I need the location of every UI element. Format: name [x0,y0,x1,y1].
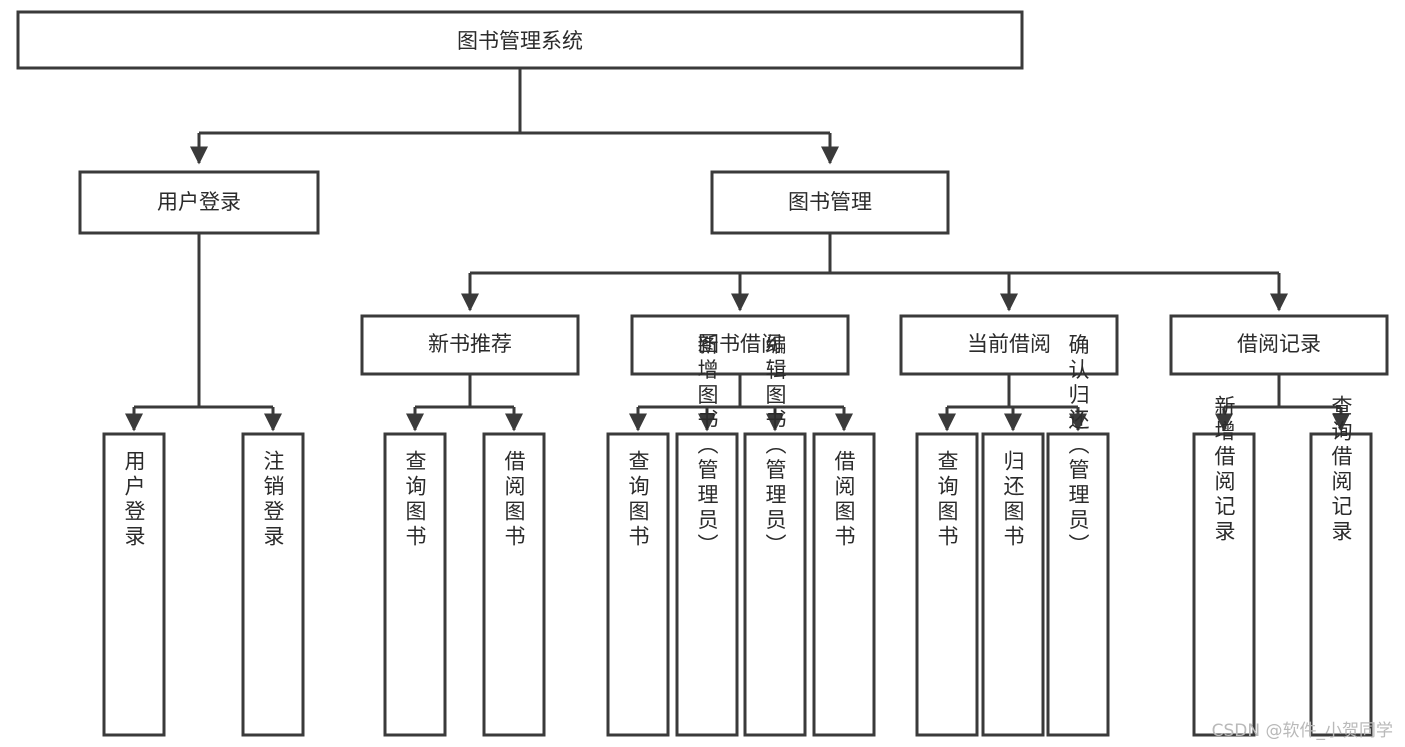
node-leaf-3-label: 查询图书 [403,450,427,550]
connector-group-record [1215,374,1350,432]
node-leaf-11-box[interactable] [1046,432,1110,737]
node-login[interactable]: 用户登录 [78,170,320,235]
node-leaf-4-label: 借阅图书 [502,450,526,550]
node-leaf-5-label: 查询图书 [626,450,650,550]
node-leaf-7-label: 编辑图书（管理员） [763,334,787,559]
node-leaf-6-label: 新增图书（管理员） [695,334,719,559]
node-leaf-11[interactable]: 确认归还（管理员） [1046,334,1110,737]
connector-group-login [125,233,282,432]
connector-group-root [190,68,839,165]
node-leaf-13-label: 查询借阅记录 [1329,395,1353,545]
node-leaf-7[interactable]: 编辑图书（管理员） [743,334,807,737]
connector-group-newbook [406,374,523,432]
node-leaf-1[interactable]: 用户登录 [102,432,166,737]
node-record[interactable]: 借阅记录 [1169,314,1389,376]
node-leaf-2-label: 注销登录 [261,450,285,550]
node-leaf-13[interactable]: 查询借阅记录 [1309,395,1373,737]
node-login-label: 用户登录 [157,190,241,214]
node-leaf-1-label: 用户登录 [122,450,146,550]
node-current-box[interactable] [899,314,1119,376]
node-leaf-5[interactable]: 查询图书 [606,432,670,737]
connector-group-current [938,374,1087,432]
connector-group-borrow [629,374,853,432]
node-leaf-9-box[interactable] [915,432,979,737]
node-bookmgmt-label: 图书管理 [788,190,872,214]
node-leaf-12[interactable]: 新增借阅记录 [1192,395,1256,737]
node-leaf-4[interactable]: 借阅图书 [482,432,546,737]
node-newbook-label: 新书推荐 [428,332,512,356]
node-borrow-box[interactable] [630,314,850,376]
node-leaf-4-box[interactable] [482,432,546,737]
node-leaf-6[interactable]: 新增图书（管理员） [675,334,739,737]
node-leaf-10-label: 归还图书 [1001,450,1025,550]
node-leaf-10[interactable]: 归还图书 [981,432,1045,737]
node-leaf-10-box[interactable] [981,432,1045,737]
node-login-box[interactable] [78,170,320,235]
node-root-label: 图书管理系统 [457,29,583,53]
node-leaf-12-label: 新增借阅记录 [1212,395,1236,545]
node-leaf-8[interactable]: 借阅图书 [812,432,876,737]
node-leaf-3-box[interactable] [383,432,447,737]
node-leaf-11-label: 确认归还（管理员） [1066,334,1090,559]
node-leaf-3[interactable]: 查询图书 [383,432,447,737]
node-leaf-6-box[interactable] [675,432,739,737]
node-bookmgmt[interactable]: 图书管理 [710,170,950,235]
node-current[interactable]: 当前借阅 [899,314,1119,376]
node-record-label: 借阅记录 [1237,332,1321,356]
node-root-box[interactable] [16,10,1024,70]
node-leaf-7-box[interactable] [743,432,807,737]
node-leaf-12-box[interactable] [1192,432,1256,737]
node-leaf-1-box[interactable] [102,432,166,737]
node-current-label: 当前借阅 [967,332,1051,356]
node-leaf-8-label: 借阅图书 [832,450,856,550]
node-leaf-2[interactable]: 注销登录 [241,432,305,737]
node-root[interactable]: 图书管理系统 [16,10,1024,70]
node-borrow-label: 图书借阅 [698,332,782,356]
node-leaf-9-label: 查询图书 [935,450,959,550]
node-newbook[interactable]: 新书推荐 [360,314,580,376]
node-borrow[interactable]: 图书借阅 [630,314,850,376]
connector-group-bookmgmt [461,233,1288,312]
node-bookmgmt-box[interactable] [710,170,950,235]
node-record-box[interactable] [1169,314,1389,376]
node-leaf-9[interactable]: 查询图书 [915,432,979,737]
node-leaf-13-box[interactable] [1309,432,1373,737]
node-leaf-8-box[interactable] [812,432,876,737]
node-newbook-box[interactable] [360,314,580,376]
node-leaf-5-box[interactable] [606,432,670,737]
node-leaf-2-box[interactable] [241,432,305,737]
